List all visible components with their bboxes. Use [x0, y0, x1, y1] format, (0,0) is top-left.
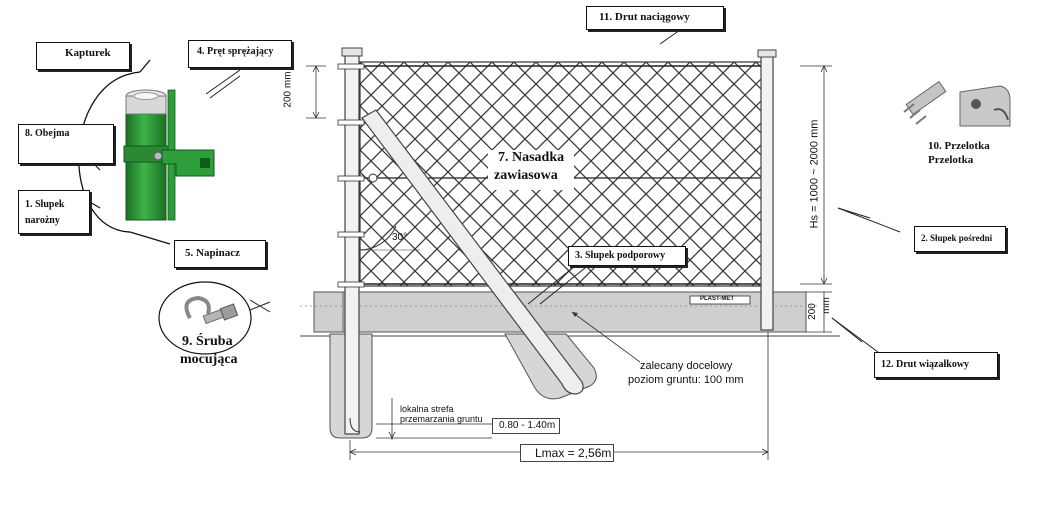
tensioner-bracket [161, 149, 215, 177]
green-corner-post [125, 105, 167, 221]
frost-note-1: lokalna strefa [400, 404, 454, 414]
ground-note-1: zalecany docelowy [640, 360, 733, 372]
intermediate-post [760, 53, 774, 331]
label-slupek-posredni: 2. Słupek pośredni [921, 233, 993, 243]
dim-bottom-200-b: mm [820, 297, 832, 314]
frost-depth-box: 0.80 - 1.40m [492, 418, 560, 434]
label-sruba-1: 9. Śruba [182, 334, 233, 349]
label-przelotka-2: Przelotka [928, 154, 974, 166]
label-nasadka-1: 7. Nasadka [498, 150, 565, 165]
corner-post [344, 51, 360, 435]
przelotka-illustration [903, 80, 1011, 127]
callout-slupek-narozny: 1. Słupek narożny [18, 190, 90, 234]
callout-obejma: 8. Obejma [18, 124, 114, 164]
callout-pret: 4. Pręt sprężający [188, 40, 292, 68]
brand-plate: PLAST-MET [700, 296, 734, 302]
callout-kapturek: Kapturek [36, 42, 130, 70]
label-slupek-podporowy: 3. Słupek podporowy [575, 250, 666, 261]
label-drut-naciagowy: 11. Drut naciągowy [599, 11, 690, 23]
dim-hs: Hs = 1000 ~ 2000 mm [808, 119, 821, 229]
label-nasadka-2: zawiasowa [494, 168, 558, 183]
label-obejma: 8. Obejma [25, 128, 70, 139]
callout-slupek-podporowy: 3. Słupek podporowy [568, 246, 686, 266]
frost-depth-value: 0.80 - 1.40m [499, 420, 556, 431]
dim-top-200: 200 mm [282, 71, 294, 108]
support-brace [361, 109, 584, 395]
frost-note-2: przemarzania gruntu [400, 414, 483, 424]
label-kapturek: Kapturek [65, 47, 111, 59]
label-napinacz: 5. Napinacz [185, 247, 240, 259]
dim-bottom-200-a: 200 [806, 303, 818, 320]
label-slupek-narozny-2: narożny [25, 215, 60, 226]
label-przelotka-1: 10. Przelotka [928, 140, 990, 152]
label-drut-wiazalkowy: 12. Drut wiązałkowy [881, 359, 970, 370]
callout-nasadka: 7. Nasadka zawiasowa [488, 150, 574, 190]
lmax-box: Lmax = 2,56m [520, 444, 614, 462]
label-slupek-narozny-1: 1. Słupek [25, 199, 65, 210]
callout-drut-naciagowy: 11. Drut naciągowy [586, 6, 724, 30]
label-pret: 4. Pręt sprężający [197, 46, 274, 57]
ground-note-2: poziom gruntu: 100 mm [628, 374, 744, 386]
callout-slupek-posredni: 2. Słupek pośredni [914, 226, 1006, 252]
callout-drut-wiazalkowy: 12. Drut wiązałkowy [874, 352, 998, 378]
callout-napinacz: 5. Napinacz [174, 240, 266, 268]
lmax-value: Lmax = 2,56m [535, 446, 612, 460]
dim-angle: 30° [392, 232, 408, 243]
label-sruba-2: mocująca [180, 352, 238, 367]
